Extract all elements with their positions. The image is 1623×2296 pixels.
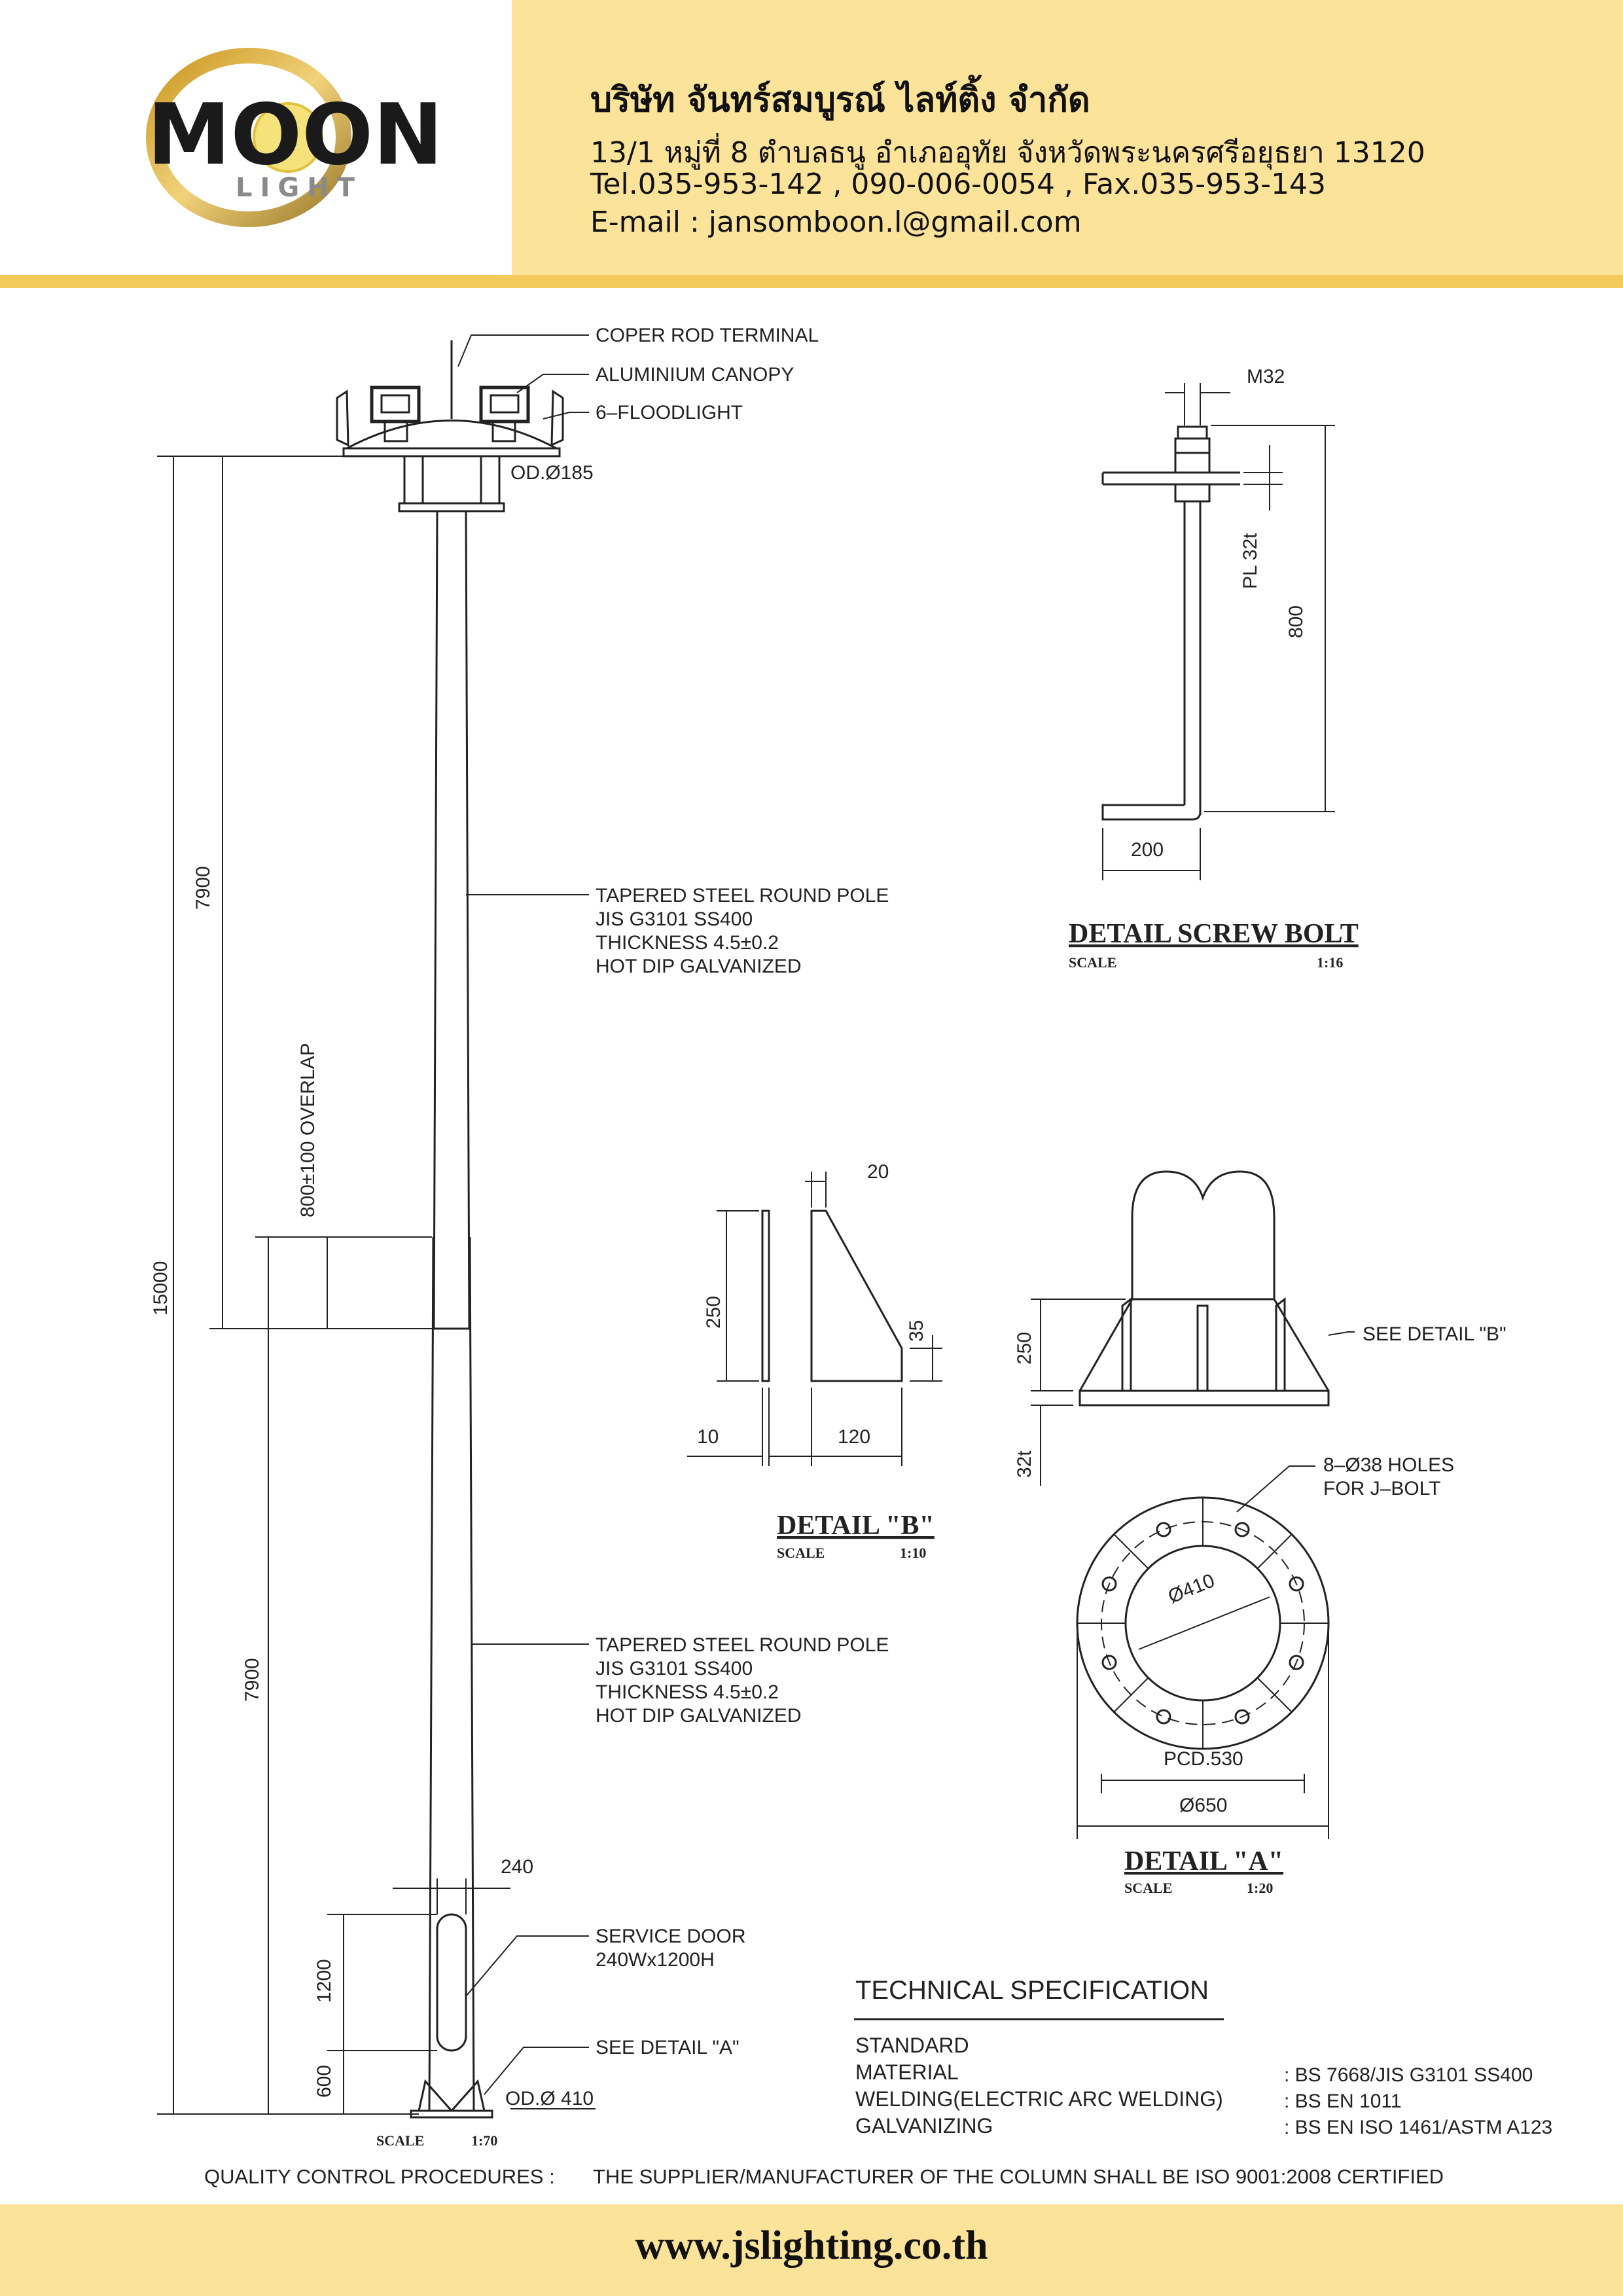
- company-address: 13/1 หมู่ที่ 8 ตำบลธนู อำเภออุทัย จังหวั…: [590, 136, 1425, 170]
- header-strip: [0, 275, 1623, 288]
- label-od-top: OD.Ø185: [510, 462, 594, 484]
- label-canopy: ALUMINIUM CANOPY: [596, 364, 794, 386]
- screw-bolt-title: DETAIL SCREW BOLT: [1069, 919, 1359, 949]
- website-link[interactable]: www.jslighting.co.th: [635, 2223, 988, 2268]
- dim-b-35: 35: [906, 1320, 927, 1342]
- pole-scale-value: 1:70: [471, 2132, 497, 2149]
- pole-lower-left: [428, 1236, 435, 2111]
- dim-pl: PL 32t: [1240, 533, 1261, 589]
- logo-subtext: LIGHT: [236, 173, 363, 203]
- dim-200: 200: [1131, 839, 1164, 861]
- dim-door: 1200: [313, 1959, 335, 2003]
- upper-spec-3: THICKNESS 4.5±0.2: [596, 932, 779, 954]
- lower-spec-1: TAPERED STEEL ROUND POLE: [596, 1634, 889, 1656]
- bolt-hole-icon: [1101, 1522, 1304, 1725]
- spec-title: TECHNICAL SPECIFICATION: [855, 1976, 1209, 2005]
- dim-base: 600: [313, 2065, 335, 2098]
- dim-b-10: 10: [697, 1426, 719, 1448]
- pole-upper-right: [465, 511, 471, 1329]
- dim-lower: 7900: [241, 1658, 263, 1702]
- lower-spec-3: THICKNESS 4.5±0.2: [596, 1681, 779, 1703]
- detail-b: [761, 1210, 903, 1382]
- detail-b-scale-label: SCALE: [777, 1545, 825, 1561]
- detail-a-elevation: [1079, 1170, 1330, 1407]
- logo-ring-icon: [146, 48, 351, 227]
- dim-a-pcd: PCD.530: [1164, 1748, 1243, 1770]
- dim-a-650: Ø650: [1179, 1795, 1227, 1816]
- label-holes: 8–Ø38 HOLES: [1323, 1454, 1454, 1476]
- qc-text: THE SUPPLIER/MANUFACTURER OF THE COLUMN …: [593, 2165, 1444, 2188]
- spec-label-welding: WELDING(ELECTRIC ARC WELDING): [855, 2087, 1223, 2111]
- dim-a-410: Ø410: [1165, 1570, 1217, 1607]
- company-logo: MOON LIGHT: [146, 48, 443, 227]
- canopy-plate: [342, 447, 561, 457]
- lower-spec-4: HOT DIP GALVANIZED: [596, 1705, 802, 1727]
- technical-drawing: 15000 7900 7900 800±100 OVERLAP 240 1200…: [150, 325, 1552, 2188]
- qc-label: QUALITY CONTROL PROCEDURES :: [204, 2165, 555, 2188]
- company-name: บริษัท จันทร์สมบูรณ์ ไลท์ติ้ง จำกัด: [590, 81, 1090, 120]
- detail-a-plan: [1076, 1496, 1330, 1750]
- dim-door-width: 240: [501, 1856, 533, 1878]
- dim-upper: 7900: [192, 866, 214, 910]
- spec-value-material: : BS 7668/JIS G3101 SS400: [1284, 2064, 1533, 2086]
- company-email[interactable]: E-mail : jansomboon.l@gmail.com: [590, 206, 1082, 239]
- upper-spec-4: HOT DIP GALVANIZED: [596, 956, 802, 977]
- pole-scale-label: SCALE: [376, 2132, 424, 2149]
- service-door: [436, 1913, 467, 2052]
- logo-text: MOON: [147, 86, 443, 184]
- pole-leaders: [457, 334, 589, 2095]
- detail-a-title: DETAIL "A": [1124, 1846, 1283, 1876]
- spec-value-galvanizing: : BS EN ISO 1461/ASTM A123: [1284, 2117, 1552, 2138]
- dim-a-250: 250: [1014, 1332, 1035, 1365]
- detail-a-scale-value: 1:20: [1247, 1880, 1273, 1896]
- detail-b-title: DETAIL "B": [777, 1511, 935, 1541]
- upper-spec-1: TAPERED STEEL ROUND POLE: [596, 885, 889, 906]
- spec-label-material: MATERIAL: [855, 2060, 959, 2084]
- label-see-detail-a: SEE DETAIL "A": [596, 2037, 740, 2058]
- spec-label-galvanizing: GALVANIZING: [855, 2114, 993, 2138]
- canopy-shape: [346, 420, 557, 450]
- pole-elevation: [336, 340, 564, 2119]
- company-phone: Tel.035-953-142 , 090-006-0054 , Fax.035…: [590, 168, 1326, 201]
- lower-spec-2: JIS G3101 SS400: [596, 1658, 753, 1679]
- label-service-door-size: 240Wx1200H: [596, 1949, 715, 1971]
- logo-panel: MOON LIGHT: [0, 0, 512, 275]
- label-see-detail-b: SEE DETAIL "B": [1363, 1323, 1507, 1345]
- base-plate: [410, 2109, 493, 2119]
- screw-bolt-scale-label: SCALE: [1069, 954, 1116, 971]
- pole-upper-left: [433, 511, 438, 1329]
- dim-overlap: 800±100 OVERLAP: [297, 1043, 319, 1217]
- dim-a-32t: 32t: [1014, 1450, 1035, 1478]
- dim-800: 800: [1285, 605, 1307, 638]
- logo-bulb-icon: [253, 102, 323, 173]
- spec-label-standard: STANDARD: [855, 2034, 969, 2057]
- pole-dimensions: [157, 456, 510, 2115]
- dim-b-20: 20: [867, 1161, 889, 1183]
- upper-spec-2: JIS G3101 SS400: [596, 908, 753, 930]
- spec-value-welding: : BS EN 1011: [1284, 2090, 1402, 2112]
- label-rod: COPER ROD TERMINAL: [596, 325, 819, 346]
- floodlight-icon: [336, 386, 564, 447]
- screw-bolt-detail: [1101, 425, 1240, 821]
- dim-b-120: 120: [838, 1426, 870, 1448]
- dim-m32: M32: [1247, 366, 1285, 387]
- detail-a-scale-label: SCALE: [1124, 1880, 1172, 1896]
- dim-total: 15000: [150, 1261, 171, 1316]
- label-floodlight: 6–FLOODLIGHT: [596, 402, 743, 423]
- label-service-door: SERVICE DOOR: [596, 1926, 746, 1947]
- dim-b-250: 250: [703, 1296, 724, 1329]
- screw-bolt-scale-value: 1:16: [1317, 954, 1343, 971]
- label-od-bottom: OD.Ø 410: [505, 2088, 594, 2109]
- pole-lower-right: [469, 1236, 475, 2111]
- label-holes-jbolt: FOR J–BOLT: [1323, 1478, 1440, 1499]
- detail-b-scale-value: 1:10: [900, 1545, 926, 1561]
- footer-bar: [0, 2204, 1623, 2296]
- canopy-collar: [403, 455, 501, 505]
